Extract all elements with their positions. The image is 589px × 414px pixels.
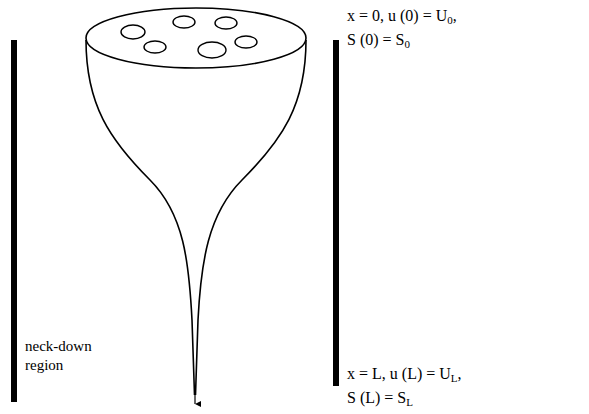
region-label: neck-down region [25,337,105,375]
equation-text: S (L) = S [347,389,406,406]
subscript: L [406,396,413,408]
funnel-wall [196,40,307,395]
subscript: 0 [404,38,410,50]
preform-holes [121,16,257,58]
region-bar [333,40,339,386]
equation-text: , [453,7,457,24]
boundary-condition: x = L, u (L) = UL,S (L) = SL [347,364,462,412]
condition-line: x = 0, u (0) = U0, [347,6,457,30]
condition-line: S (L) = SL [347,388,462,412]
condition-line: S (0) = S0 [347,30,457,54]
preform-top [86,8,306,68]
subscript: 0 [447,14,453,26]
equation-text: x = 0, u (0) = U [347,7,447,24]
equation-text: S (0) = S [347,31,404,48]
boundary-condition: x = 0, u (0) = U0,S (0) = S0 [347,6,457,54]
funnel-wall [86,40,195,395]
subscript: L [451,372,458,384]
condition-line: x = L, u (L) = UL, [347,364,462,388]
region-bar [11,40,17,402]
fiber-arrow [194,393,195,404]
equation-text: x = L, u (L) = U [347,365,451,382]
equation-text: , [458,365,462,382]
